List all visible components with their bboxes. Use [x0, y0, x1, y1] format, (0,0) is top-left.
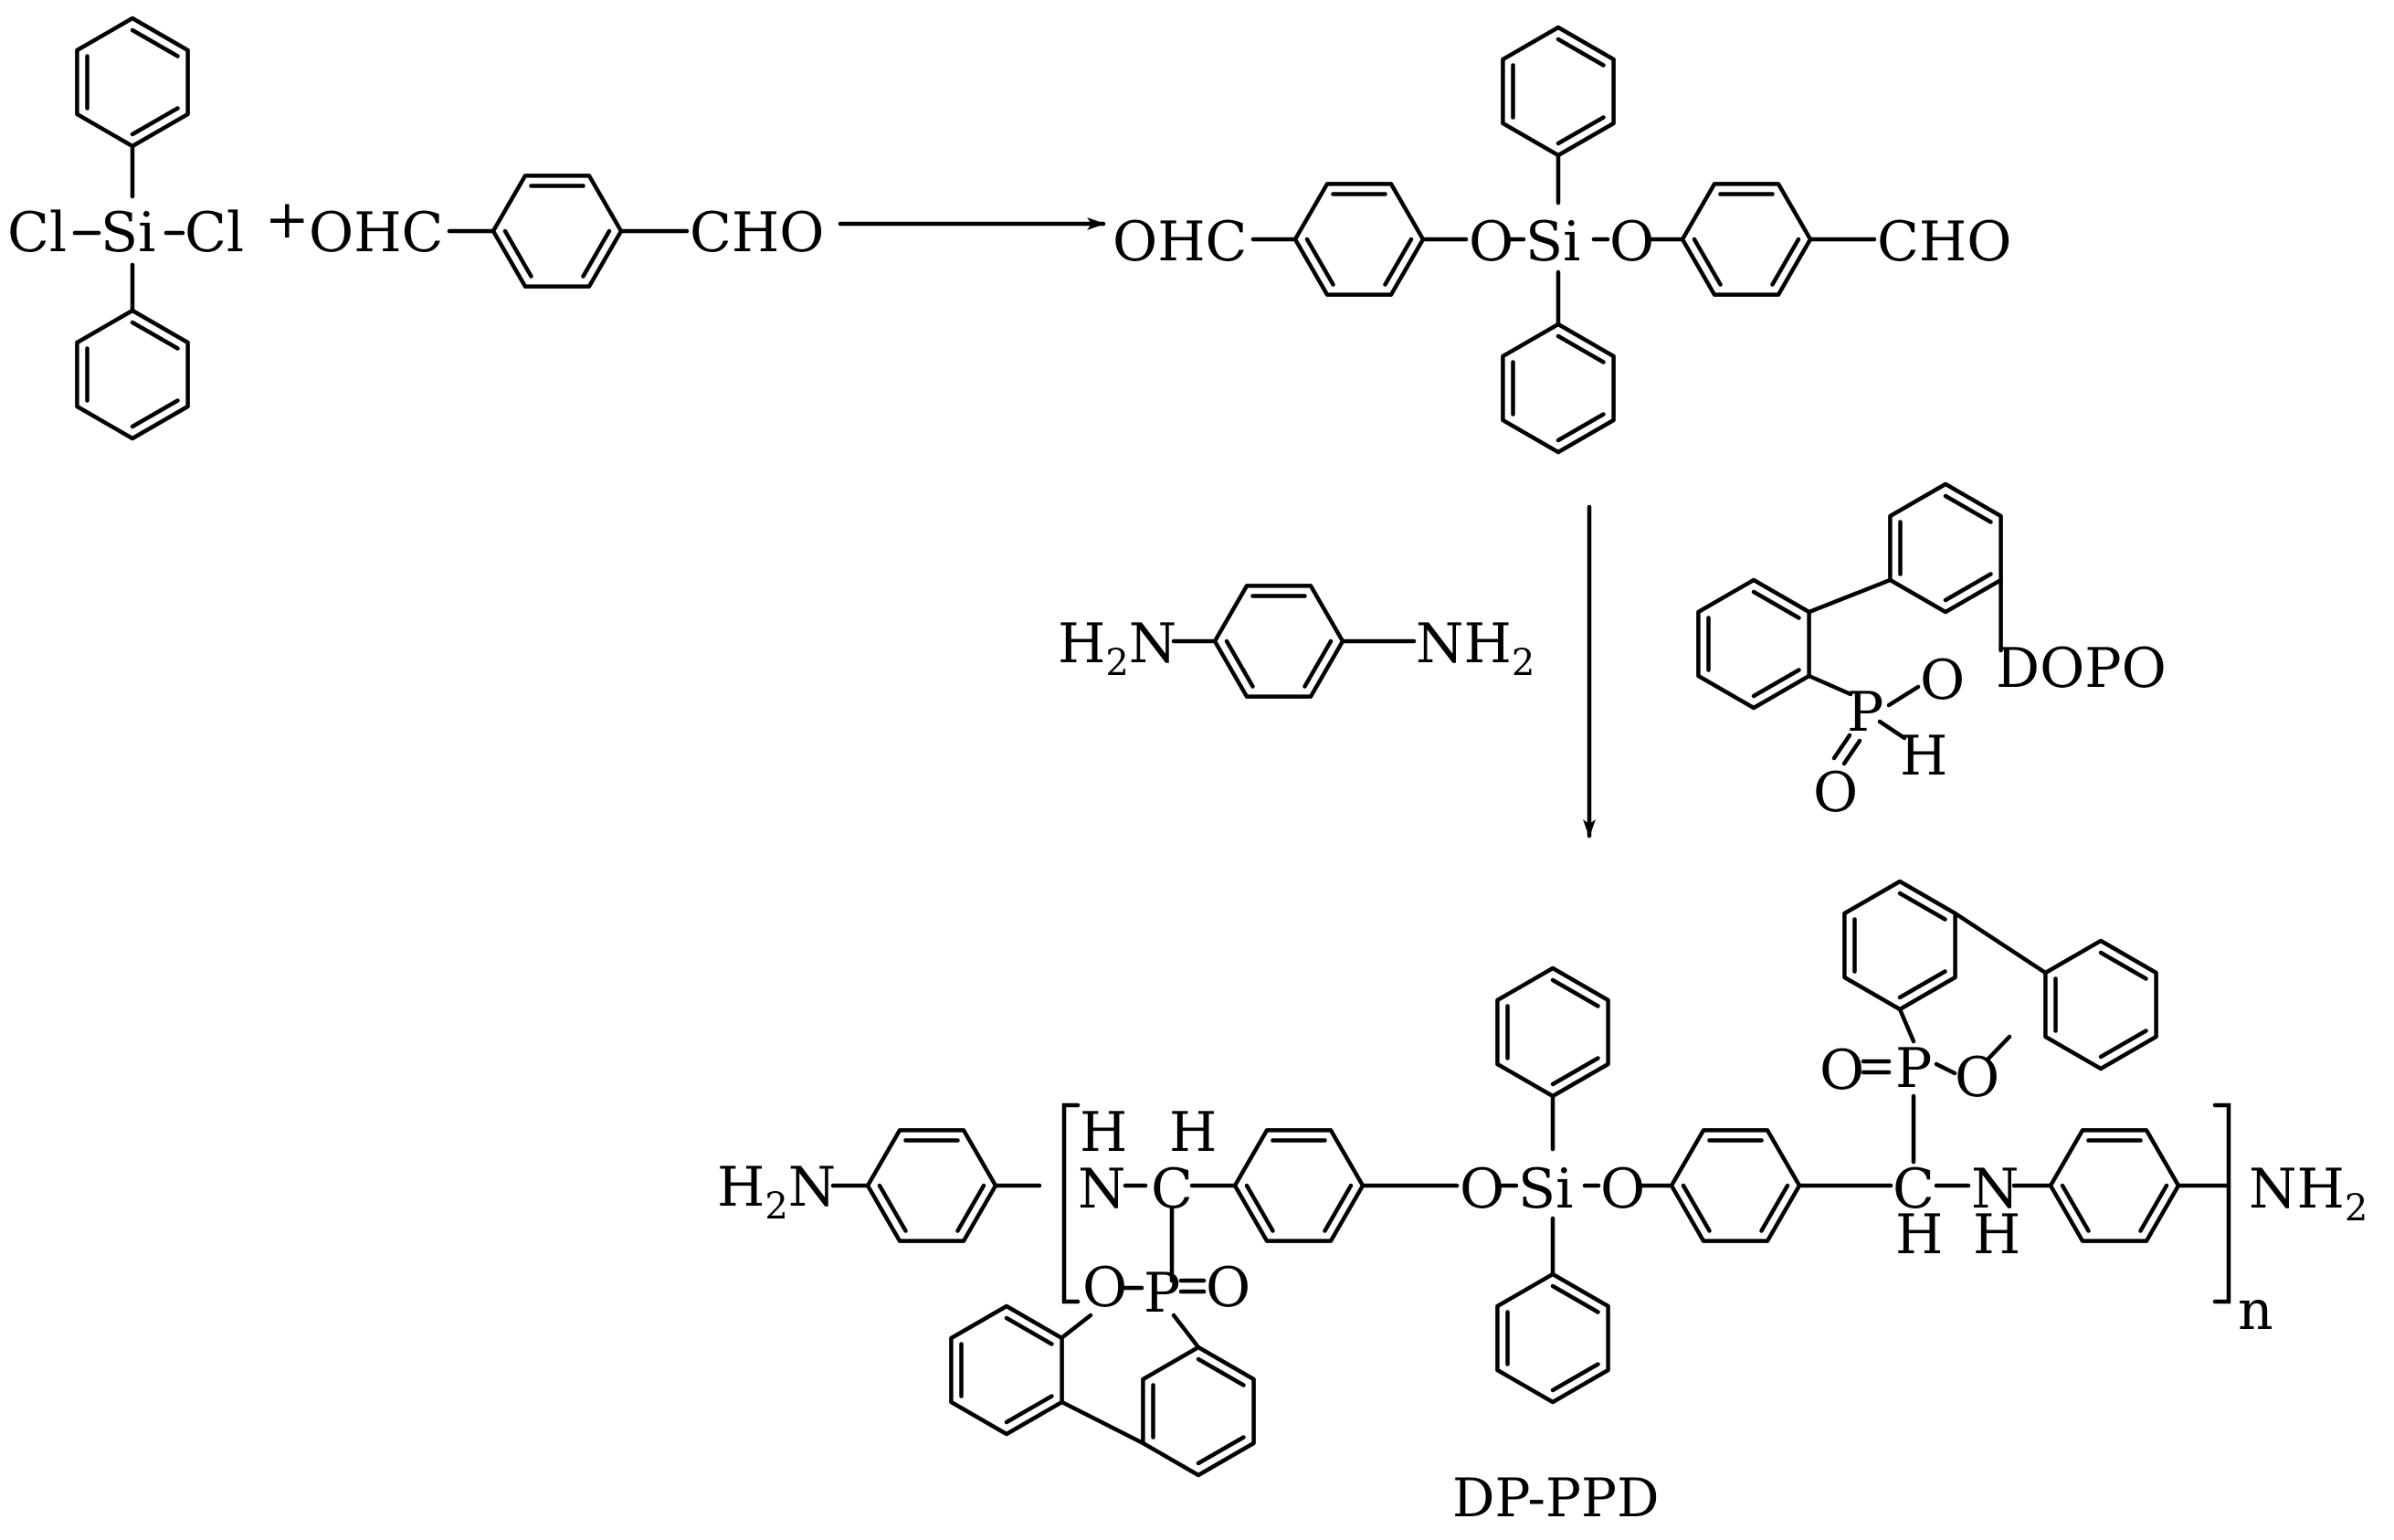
benzene-ring — [868, 1130, 996, 1240]
oxygen-atom: O — [1206, 1256, 1250, 1320]
phenyl-ring — [1497, 1274, 1608, 1402]
plus-sign: + — [265, 188, 310, 250]
silicon-atom: Si — [1518, 1157, 1573, 1221]
repeat-bracket-left — [1061, 1102, 1081, 1304]
hydrogen-atom: H — [1080, 1101, 1127, 1165]
oxygen-atom: O — [1082, 1256, 1127, 1320]
phosphorus-atom: P — [1847, 680, 1883, 744]
benzene-ring — [1698, 580, 1809, 708]
benzene-ring — [951, 1306, 1061, 1434]
oxygen-atom: O — [1609, 210, 1654, 274]
benzene-ring — [2045, 941, 2156, 1069]
chlorine-atom: Cl — [7, 201, 67, 265]
benzene-ring — [1295, 184, 1423, 294]
hydrogen-atom: H — [1895, 1203, 1943, 1267]
silicon-atom: Si — [100, 201, 155, 265]
hydrogen-atom: H — [1169, 1101, 1217, 1165]
amine-group: H2N — [1058, 612, 1176, 684]
benzene-ring — [1235, 1130, 1363, 1240]
phenyl-ring — [77, 311, 187, 438]
phenyl-ring — [1497, 968, 1608, 1096]
dichlorodiphenylsilane: Cl Si Cl — [7, 18, 244, 438]
phenyl-ring — [1503, 27, 1613, 155]
oxygen-atom: O — [1813, 761, 1858, 825]
phenyl-ring — [77, 18, 187, 146]
benzene-ring — [1844, 881, 1955, 1009]
amine-end-group: NH2 — [2249, 1157, 2368, 1229]
benzene-ring — [1682, 184, 1810, 294]
oxygen-atom: O — [1460, 1157, 1504, 1221]
dopo-reagent: O P H O DOPO — [1698, 484, 2167, 825]
benzene-ring — [1143, 1347, 1253, 1475]
terephthalaldehyde: OHC CHO — [309, 175, 824, 286]
silane-dialdehyde: OHC O Si O CHO — [1113, 27, 2011, 452]
product-label: DP-PPD — [1452, 1467, 1660, 1529]
amine-end-group: H2N — [717, 1155, 836, 1228]
aldehyde-group: CHO — [1877, 210, 2011, 274]
repeat-bracket-right — [2212, 1102, 2231, 1304]
dopo-label: DOPO — [1996, 637, 2167, 701]
dp-ppd-polymer: H2N H N H C O P O O Si O — [717, 881, 2368, 1529]
phosphorus-atom: P — [1895, 1037, 1932, 1101]
phenyl-ring — [1503, 324, 1613, 452]
benzene-ring — [493, 175, 621, 286]
oxygen-atom: O — [1819, 1039, 1864, 1102]
silicon-atom: Si — [1525, 210, 1580, 274]
chlorine-atom: Cl — [185, 201, 244, 265]
aldehyde-group: OHC — [309, 201, 443, 265]
nitrogen-atom: N — [1078, 1157, 1126, 1221]
hydrogen-atom: H — [1900, 724, 1947, 788]
repeat-count: n — [2238, 1279, 2273, 1343]
benzene-ring — [2051, 1130, 2178, 1240]
oxygen-atom: O — [1469, 210, 1513, 274]
amine-group: NH2 — [1416, 612, 1534, 684]
p-phenylenediamine: H2N NH2 — [1058, 585, 1534, 696]
nitrogen-atom: N — [1971, 1157, 2020, 1221]
oxygen-atom: O — [1600, 1157, 1645, 1221]
aldehyde-group: OHC — [1113, 210, 1247, 274]
benzene-ring — [1215, 585, 1343, 696]
carbon-atom: C — [1893, 1157, 1935, 1221]
benzene-ring — [1890, 484, 2000, 612]
hydrogen-atom: H — [1973, 1203, 2020, 1267]
aldehyde-group: CHO — [690, 201, 824, 265]
oxygen-atom: O — [1920, 649, 1965, 712]
benzene-ring — [1672, 1130, 1799, 1240]
